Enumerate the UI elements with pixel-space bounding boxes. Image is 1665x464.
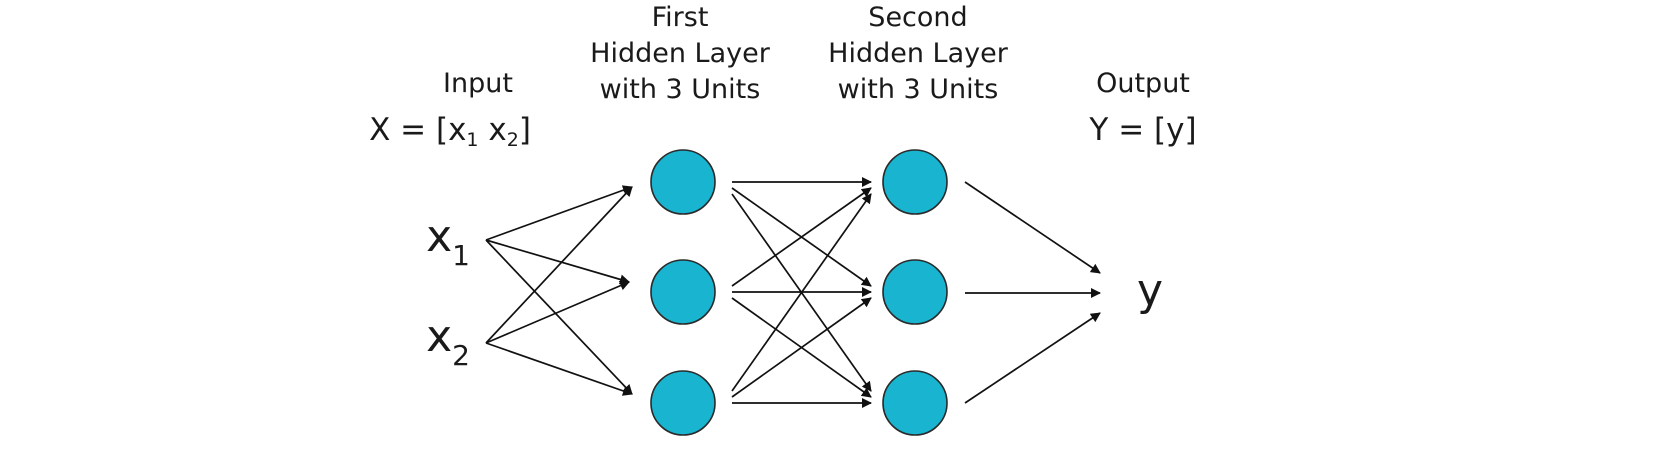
arrow-h1-3-to-h2-2 [731,297,872,398]
arrow-h2-1-to-output [964,181,1101,274]
output-variable-y: y [1136,265,1164,316]
input-formula: X = [x1 x2] [369,112,531,151]
second-hidden-header-line1: Second [868,2,968,33]
first-hidden-header-line3: with 3 Units [599,74,761,105]
first-hidden-layer-header: First Hidden Layer with 3 Units [590,0,770,108]
arrow-x1-to-h1-1 [485,185,633,241]
arrow-h1-3-to-h2-1 [731,193,872,392]
layer-nodes [650,149,948,436]
arrow-h2-3-to-output [964,312,1101,404]
input-variable-x2: x2 [426,311,470,370]
arrow-x2-to-h1-2 [485,280,630,344]
input-formula-prefix: X = [x [369,112,467,148]
input-formula-mid: x [478,112,507,148]
input-variable-x2-sub: 2 [452,339,470,372]
arrow-h1-2-to-h2-1 [731,187,872,287]
arrow-x1-to-h1-3 [485,239,633,395]
first-hidden-unit-1 [650,149,716,215]
first-hidden-header-line2: Hidden Layer [590,38,770,69]
input-formula-suffix: ] [518,112,531,148]
first-hidden-unit-2 [650,259,716,325]
arrow-x2-to-h1-3 [485,342,633,396]
second-hidden-header-line2: Hidden Layer [828,38,1008,69]
second-hidden-unit-1 [882,149,948,215]
input-formula-sub1: 1 [466,129,479,151]
input-variable-x1: x1 [426,211,470,270]
second-hidden-unit-2 [882,259,948,325]
second-hidden-unit-3 [882,370,948,436]
second-hidden-layer-header: Second Hidden Layer with 3 Units [828,0,1008,108]
first-hidden-header-line1: First [651,2,709,33]
input-variable-x1-sub: 1 [452,239,470,272]
input-variable-x2-base: x [426,311,453,362]
second-hidden-header-line3: with 3 Units [837,74,999,105]
input-variable-x1-base: x [426,211,453,262]
input-header: Input [443,68,513,99]
output-formula: Y = [y] [1089,112,1197,148]
output-header: Output [1096,68,1190,99]
connection-arrows [485,177,1101,408]
first-hidden-unit-3 [650,370,716,436]
arrow-x1-to-h1-2 [485,239,630,285]
input-formula-sub2: 2 [506,129,519,151]
arrow-x2-to-h1-1 [485,186,633,344]
